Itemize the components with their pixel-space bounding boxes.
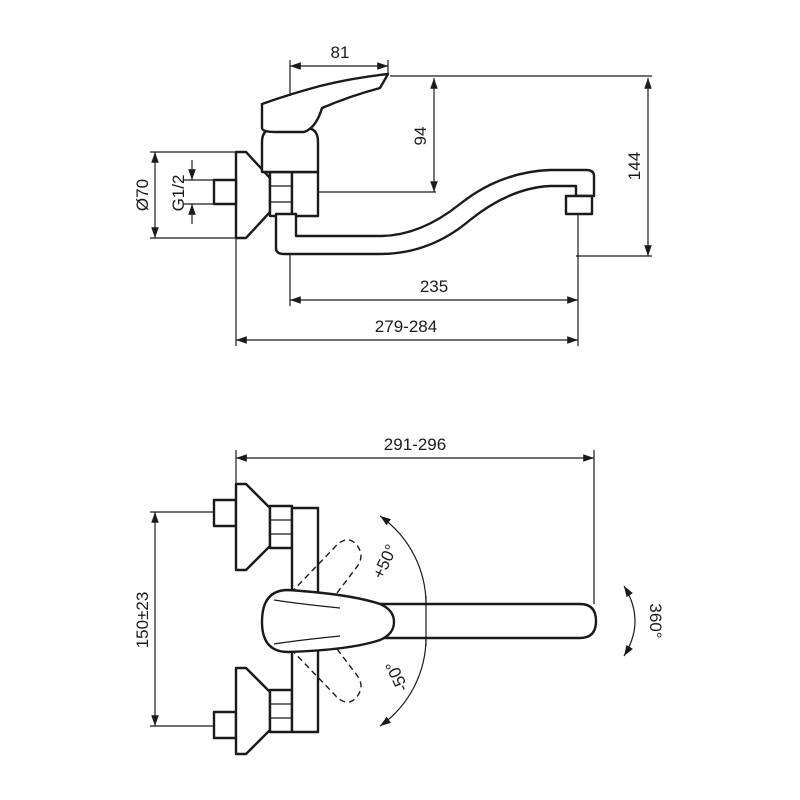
dim-total-height: 144	[625, 152, 644, 180]
dim-lever-plus: +50°	[369, 542, 401, 582]
top-lever	[260, 588, 396, 654]
top-upper-connector	[212, 498, 238, 528]
dim-flange-diameter: Ø70	[133, 179, 152, 211]
arc-spout-rotation	[623, 585, 636, 657]
dim-lever-minus: -50°	[382, 658, 412, 694]
side-spout	[274, 168, 596, 256]
side-aerator	[564, 194, 594, 216]
dim-lever-width: 81	[331, 43, 350, 62]
top-view: 291-296 150±23 +50° -50° 360°	[133, 435, 665, 756]
dim-lever-height: 94	[411, 127, 430, 146]
dim-thread: G1/2	[169, 175, 188, 212]
side-mixer-body	[290, 170, 320, 218]
top-upper-flange	[234, 482, 272, 572]
top-lower-nut	[268, 688, 294, 734]
dim-total-reach: 279-284	[375, 317, 437, 336]
side-hex-nut	[268, 170, 294, 218]
dim-overall-length: 291-296	[384, 435, 446, 454]
side-connector-pipe	[212, 178, 238, 206]
dim-spout-reach: 235	[420, 277, 448, 296]
top-lower-connector	[212, 710, 238, 740]
arc-lever-plus	[379, 515, 427, 607]
dim-spout-rotation: 360°	[646, 603, 665, 638]
arc-lever-minus	[379, 635, 427, 727]
top-upper-nut	[268, 504, 294, 550]
dim-connection-centres: 150±23	[133, 592, 152, 649]
side-cartridge-housing	[260, 126, 320, 174]
side-view: 81 94 144 Ø70 G1/2 235 279-284	[133, 43, 652, 346]
side-lever	[260, 72, 390, 134]
top-lower-flange	[234, 666, 272, 756]
